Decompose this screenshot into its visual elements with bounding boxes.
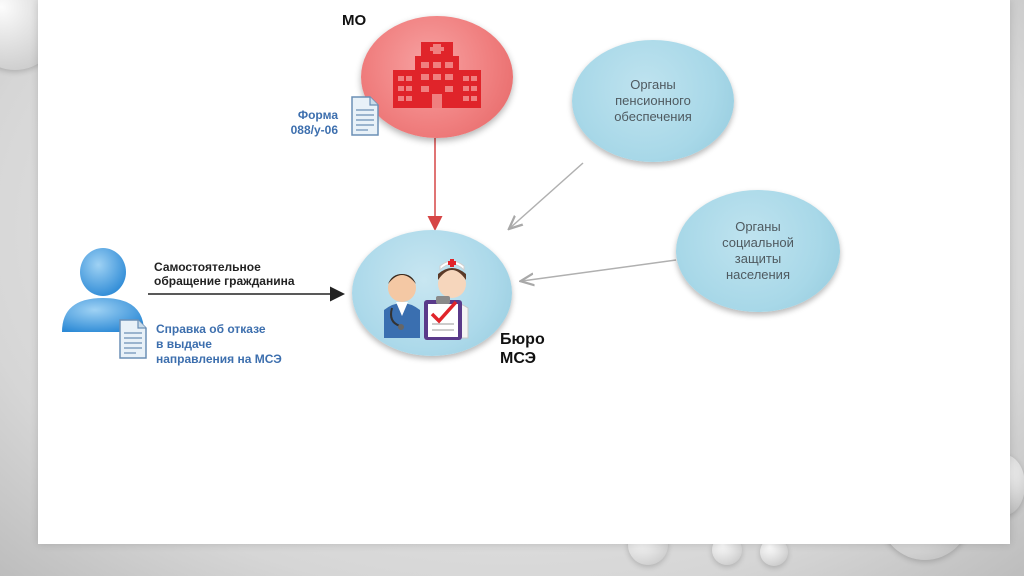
byuro-mse-circle [352, 230, 512, 356]
pension-org-label: Органы пенсионного обеспечения [614, 77, 692, 124]
social-org-label: Органы социальной защиты населения [722, 219, 794, 282]
mo-circle [361, 16, 513, 138]
arrow-social-to-byuro [522, 259, 677, 281]
forma-label: Форма 088/у-06 [290, 108, 338, 137]
checklist-icon [424, 296, 462, 340]
arrows-layer [148, 138, 677, 302]
social-org-circle: Органы социальной защиты населения [676, 190, 840, 312]
mo-label: МО [342, 12, 367, 29]
document-icon [119, 319, 147, 359]
pension-org-circle: Органы пенсионного обеспечения [572, 40, 734, 162]
citizen-request-label: Самостоятельное обращение гражданина [154, 260, 295, 288]
hospital-icon [393, 42, 481, 108]
arrow-pension-to-byuro [510, 162, 584, 228]
slide-canvas: МО Форма 088/у-06 [38, 0, 1010, 544]
byuro-mse-label: Бюро МСЭ [500, 331, 545, 367]
spravka-label: Справка об отказе в выдаче направления н… [156, 322, 282, 366]
document-icon [351, 96, 379, 136]
